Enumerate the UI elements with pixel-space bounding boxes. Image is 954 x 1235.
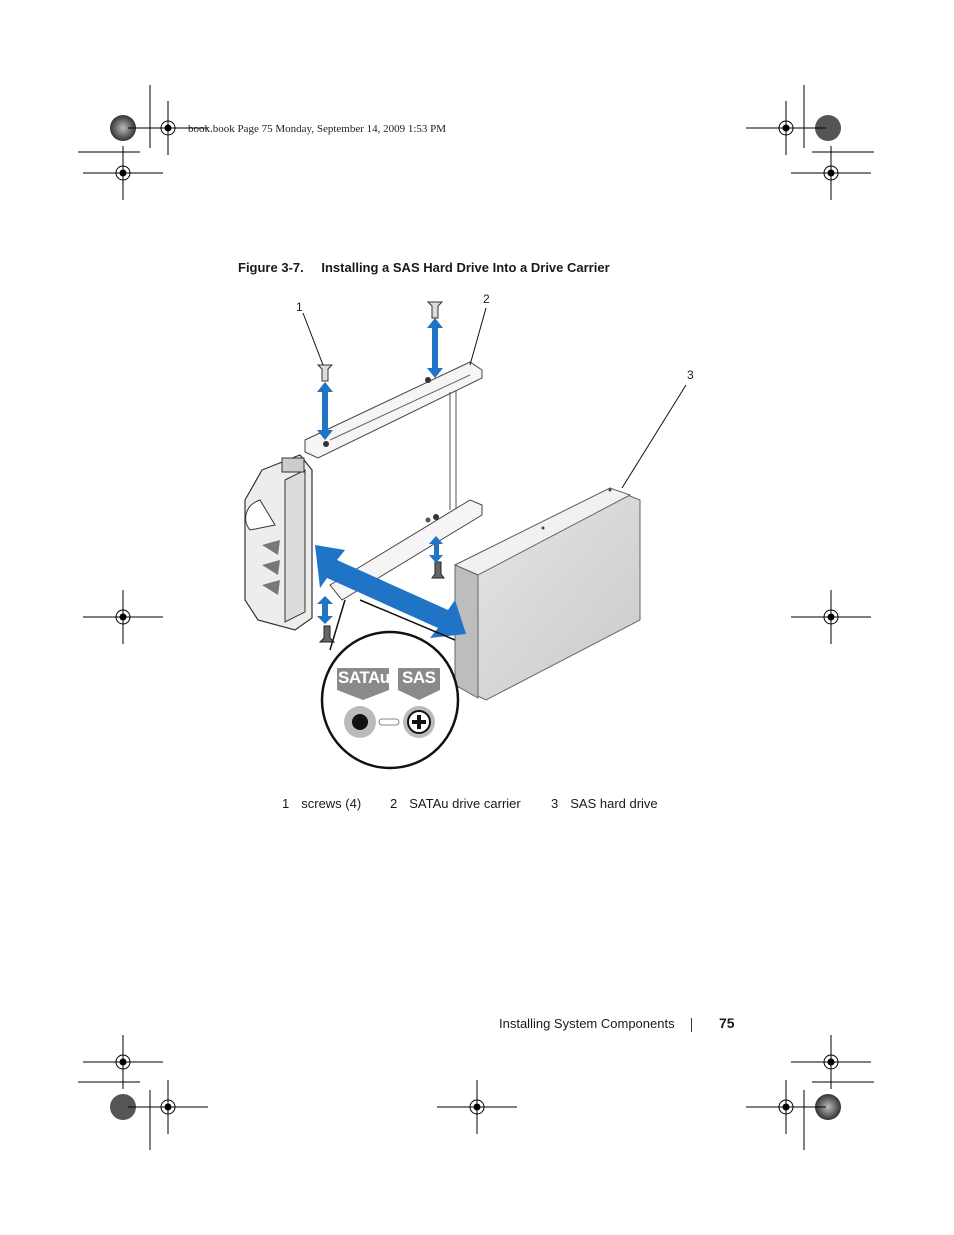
screws [316,301,445,643]
crosshair-icon [745,100,827,156]
crosshair-icon [790,1034,872,1090]
badge-shape [398,668,440,700]
legend-label: SATAu drive carrier [409,796,521,811]
figure-caption: Figure 3-7. Installing a SAS Hard Drive … [238,260,610,275]
badge-label-satau: SATAu [338,668,390,687]
color-target-icon [815,1094,841,1120]
color-target-icon [110,115,136,141]
screw-icon [316,364,334,382]
crosshair-icon [82,1034,164,1090]
screw-icon [431,561,445,579]
footer-section-title: Installing System Components [499,1016,675,1031]
figure-title: Installing a SAS Hard Drive Into a Drive… [321,260,610,275]
legend-number: 3 [551,796,559,811]
callout-leaders [302,307,687,489]
unlocked-dot-icon [352,714,368,730]
legend-item: 3 SAS hard drive [551,796,658,811]
sas-hard-drive [453,487,641,701]
badge-label-sas: SAS [402,668,436,687]
drive-carrier-illustration [244,301,687,770]
screw-icon [426,301,444,319]
crosshair-icon [745,1079,827,1135]
legend-item: 1 screws (4) [282,796,361,811]
print-header-stamp: book.book Page 75 Monday, September 14, … [188,123,447,135]
callout-2: 2 [483,292,490,306]
crosshair-icon [790,145,872,201]
crosshair-icon [436,1079,518,1135]
registration-marks [78,85,874,1150]
badge-shape [337,668,389,700]
legend-item: 2 SATAu drive carrier [390,796,521,811]
color-target-icon [110,1094,136,1120]
screw-icon [318,625,336,643]
footer-divider [691,1018,692,1032]
crosshair-icon [127,1079,209,1135]
legend-number: 1 [282,796,290,811]
legend-label: screws (4) [301,796,362,811]
crosshair-icon [790,589,872,645]
figure-number: Figure 3-7. [238,260,304,275]
page-number: 75 [719,1015,735,1031]
color-target-icon [815,115,841,141]
legend-label: SAS hard drive [570,796,658,811]
callout-1: 1 [296,300,303,314]
direction-arrows [315,318,466,638]
badge-magnifier [320,599,460,770]
crosshair-icon [82,145,164,201]
callout-3: 3 [687,368,694,382]
legend-number: 2 [390,796,398,811]
crosshair-icon [82,589,164,645]
